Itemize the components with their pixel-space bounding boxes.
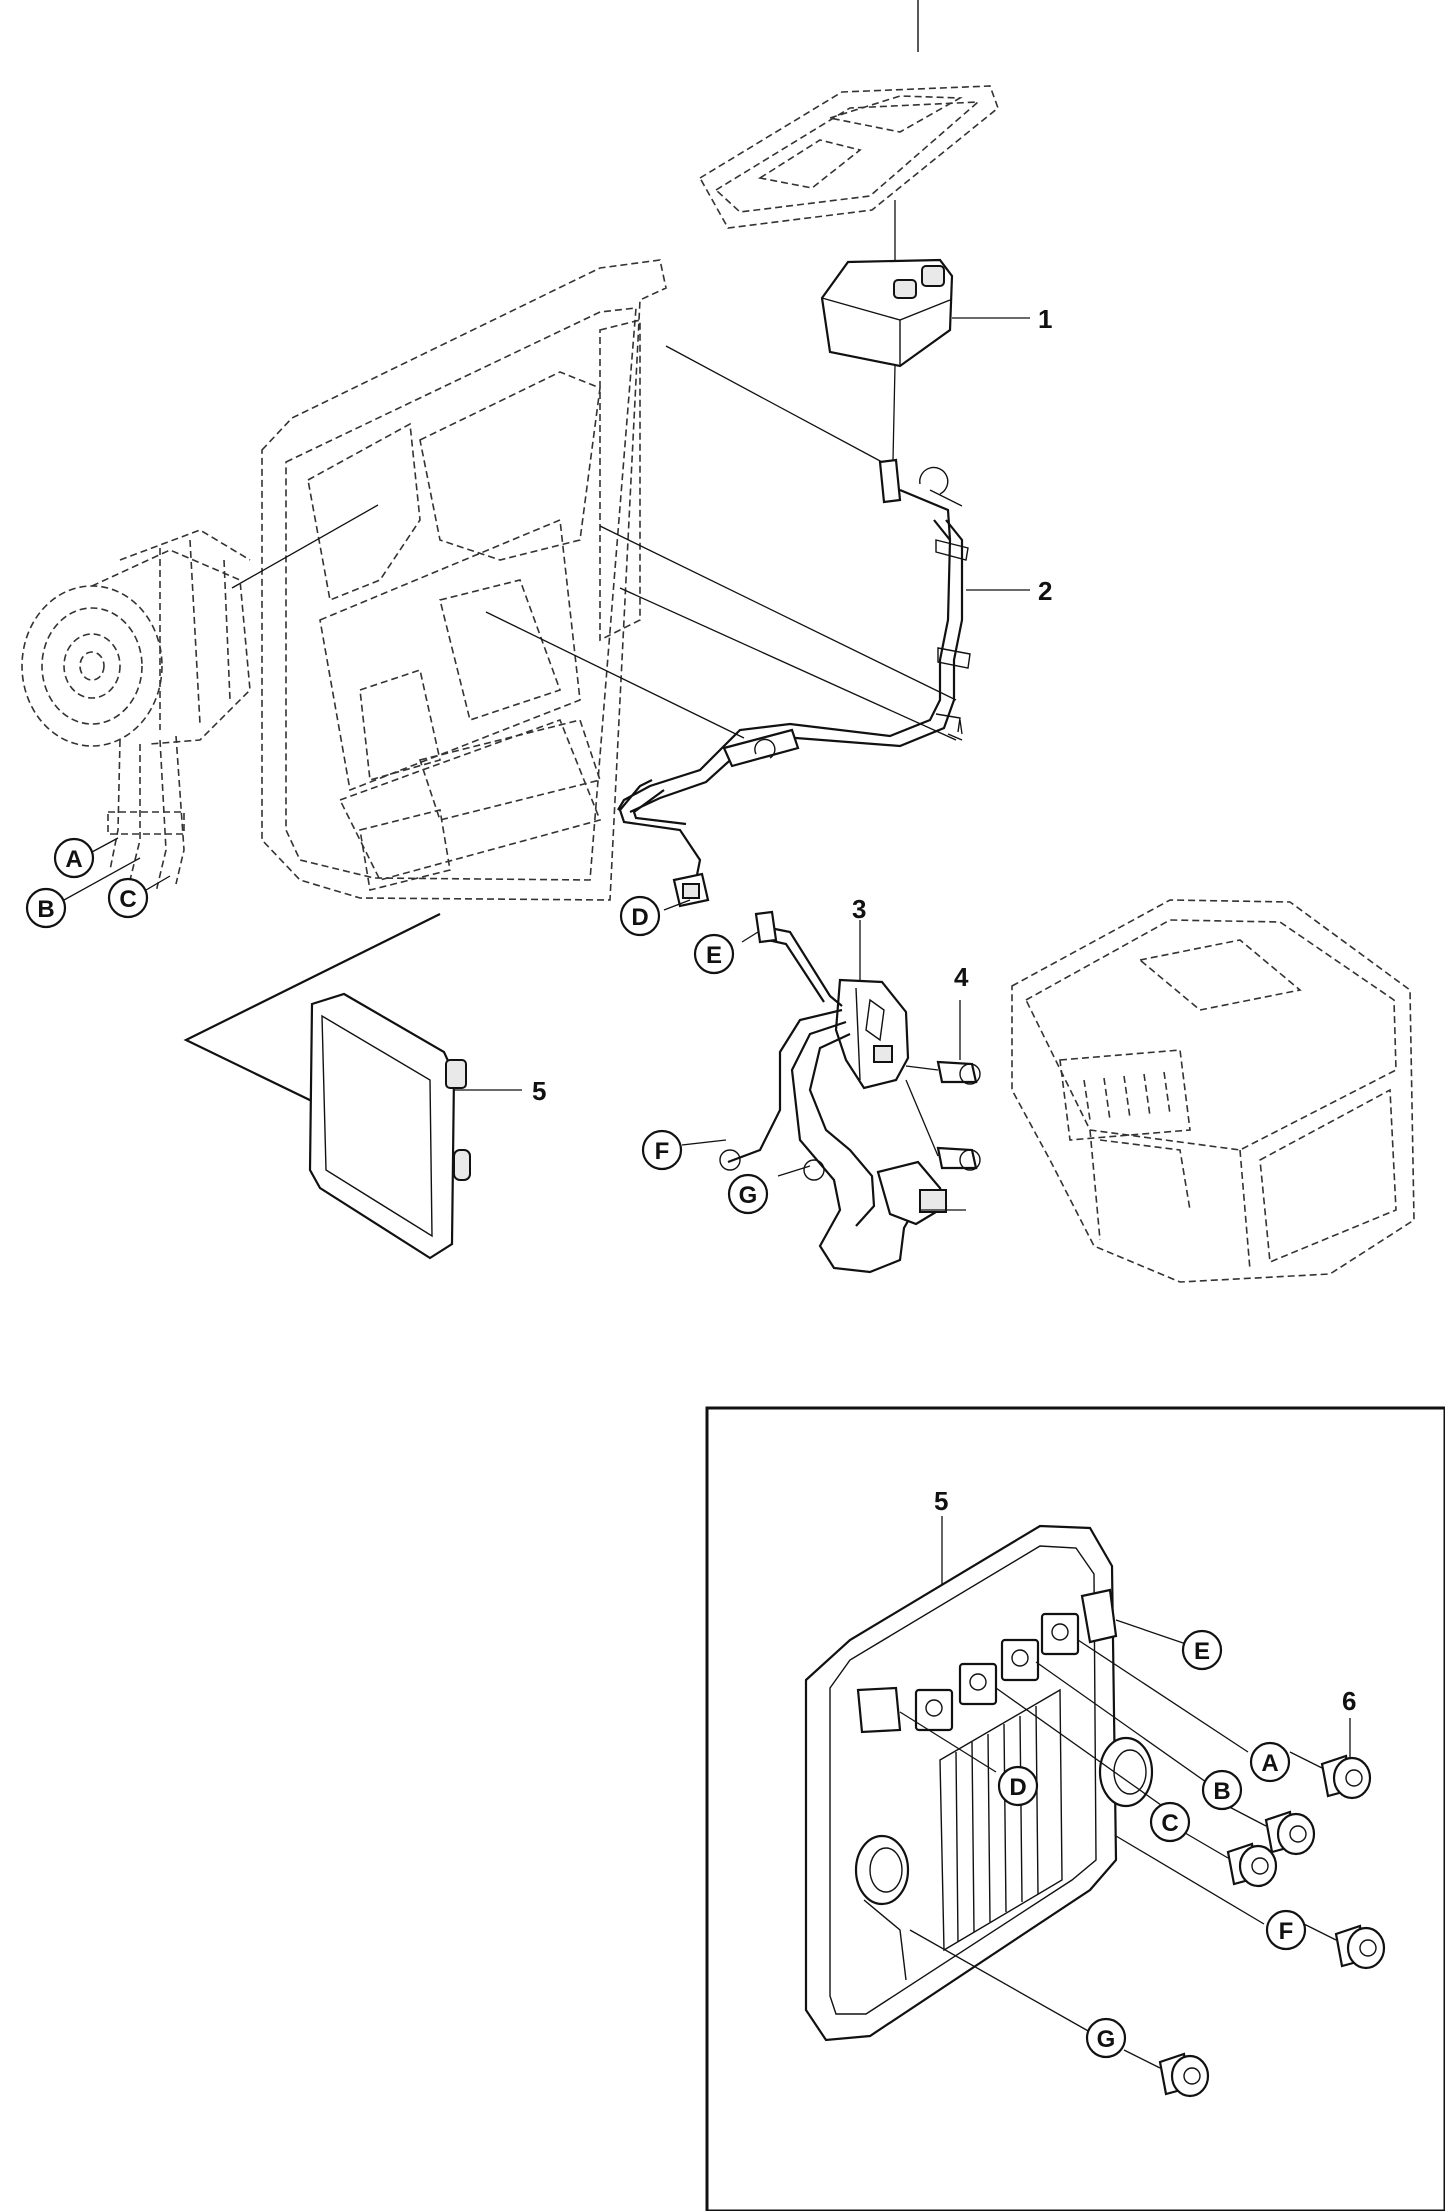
letter-A-inset: A — [1261, 1750, 1278, 1777]
part-label-6: 6 — [1342, 1686, 1356, 1716]
part-label-1: 1 — [1038, 304, 1052, 334]
screw-inset-g — [1158, 2052, 1210, 2098]
motor-ghost — [21, 529, 251, 893]
letter-E-main: E — [706, 942, 722, 969]
part-label-4: 4 — [954, 962, 969, 992]
control-unit-part-5-main — [183, 913, 522, 1260]
part-number-labels: 1 2 3 4 5 5 6 — [532, 304, 1356, 1716]
letter-B-inset: B — [1213, 1778, 1230, 1805]
detail-inset-frame — [705, 1406, 1445, 2211]
battery-pack-ghost — [1011, 899, 1415, 1283]
connector-block-part-3 — [681, 910, 966, 1274]
screw-part-4 — [905, 1000, 981, 1171]
letter-C-inset: C — [1161, 1810, 1178, 1837]
screw-inset-b — [1264, 1810, 1316, 1856]
letter-D-inset: D — [1009, 1774, 1026, 1801]
letter-D-main: D — [631, 904, 648, 931]
frame-housing-ghost — [231, 259, 957, 901]
part-label-5-inset: 5 — [934, 1486, 948, 1516]
letter-C-main: C — [119, 886, 136, 913]
letter-F-inset: F — [1279, 1918, 1294, 1945]
part-label-3: 3 — [852, 894, 866, 924]
letter-B-main: B — [37, 896, 54, 923]
letter-G-inset: G — [1097, 2026, 1116, 2053]
letter-G-main: G — [739, 1182, 758, 1209]
control-unit-part-5-inset — [804, 1516, 1351, 2069]
part-label-2: 2 — [1038, 576, 1052, 606]
letter-E-inset: E — [1194, 1638, 1210, 1665]
control-panel-housing-ghost — [698, 0, 999, 229]
wiring-harness-part-2 — [617, 458, 1030, 911]
letter-A-main: A — [65, 846, 82, 873]
part-label-5-main: 5 — [532, 1076, 546, 1106]
screw-inset-a — [1320, 1754, 1372, 1800]
screw-inset-c — [1226, 1842, 1278, 1888]
letter-F-main: F — [655, 1138, 670, 1165]
screw-part-6 — [1158, 1754, 1386, 2098]
connector-letter-labels: A B C D E F G E A D B C F G — [25, 837, 1307, 2059]
screw-inset-f — [1334, 1924, 1386, 1970]
switch-module-part-1 — [820, 200, 1030, 461]
